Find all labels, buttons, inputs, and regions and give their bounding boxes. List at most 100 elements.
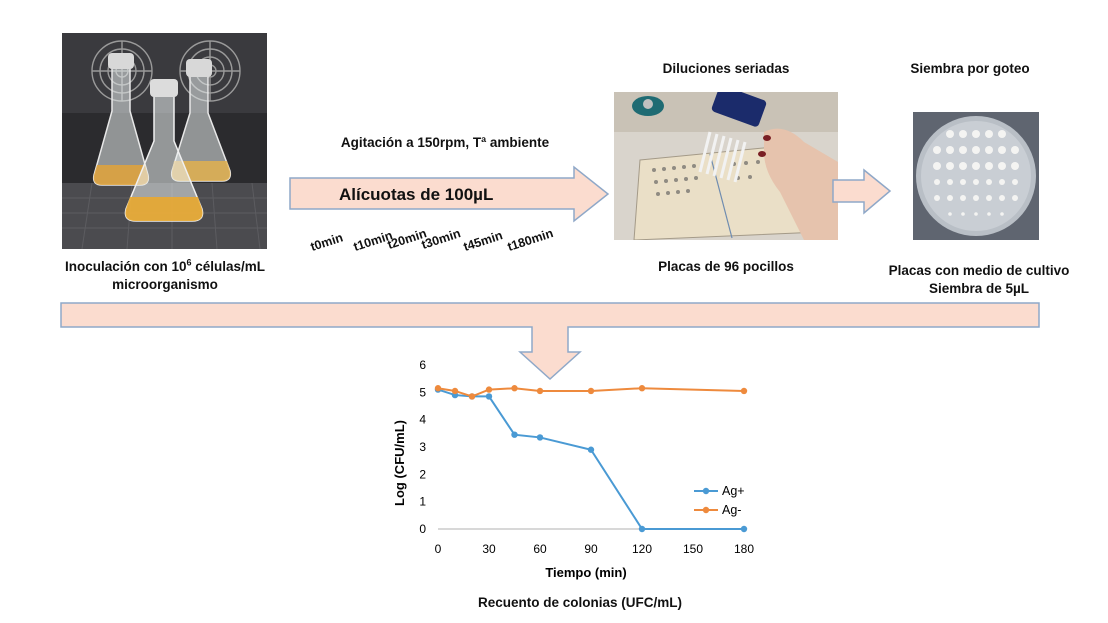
y-tick-label: 2: [419, 467, 426, 481]
colony-spots: [933, 130, 1019, 216]
data-point-Ag-: [451, 387, 459, 395]
y-tick-label: 1: [419, 495, 426, 509]
colony-spot: [961, 212, 965, 216]
x-tick-label: 90: [584, 542, 598, 556]
data-point-Ag+: [485, 393, 493, 400]
dilutions-photo: [614, 92, 838, 240]
y-axis-label: Log (CFU/mL): [392, 420, 407, 506]
colony-spot: [987, 212, 991, 216]
data-point-Ag-: [638, 385, 646, 392]
colony-spot: [946, 146, 954, 154]
colony-spot: [959, 130, 967, 138]
result-caption: Recuento de colonias (UFC/mL): [477, 595, 683, 610]
multichannel-pipette-icon: [698, 92, 767, 183]
colony-spot: [974, 212, 978, 216]
data-point-Ag-: [536, 387, 544, 395]
data-point-Ag-: [468, 393, 476, 400]
inoculation-caption: Inoculación con 106 células/mL microorga…: [40, 258, 290, 294]
flask-center: [124, 79, 204, 222]
y-tick-label: 3: [419, 440, 426, 454]
data-point-Ag-: [587, 387, 595, 395]
data-point-Ag+: [638, 525, 646, 533]
legend-label: Ag+: [722, 484, 745, 498]
colony-spot: [934, 179, 940, 185]
timepoint-label: t45min: [461, 228, 505, 254]
inoculation-caption-line2: microorganismo: [112, 277, 218, 292]
colony-spot: [1012, 179, 1018, 185]
timepoint-label: t180min: [505, 226, 555, 254]
x-tick-label: 120: [632, 542, 652, 556]
data-point-Ag-: [485, 386, 493, 393]
colony-spot: [998, 146, 1006, 154]
dilutions-caption: Placas de 96 pocillos: [658, 259, 794, 274]
colony-spot: [972, 130, 980, 138]
hand-icon: [758, 128, 838, 240]
plating-title: Siembra por goteo: [910, 61, 1030, 76]
x-axis-label: Tiempo (min): [545, 565, 626, 580]
x-tick-label: 60: [533, 542, 547, 556]
colony-spot: [986, 195, 992, 201]
colony-spot: [999, 195, 1005, 201]
colony-spot: [947, 195, 953, 201]
colony-spot: [1011, 162, 1019, 170]
agitation-title: Agitación a 150rpm, Tª ambiente: [340, 135, 550, 150]
aliquot-arrow-label: Alícuotas de 100µL: [339, 185, 493, 204]
inoculation-photo: [62, 33, 267, 249]
colony-spot: [973, 195, 979, 201]
colony-spot: [959, 146, 967, 154]
viability-chart: 0 30 60 90 120 150 180 0 1 2 3 4 5 6 Tiempo (min) Lo…: [392, 358, 754, 580]
colony-spot: [999, 179, 1005, 185]
data-point-Ag+: [740, 525, 748, 533]
colony-spot: [986, 179, 992, 185]
colony-spot: [973, 179, 979, 185]
x-tick-label: 150: [683, 542, 703, 556]
colony-spot: [1012, 195, 1018, 201]
timepoint-label: t0min: [308, 230, 345, 254]
x-tick-label: 30: [482, 542, 496, 556]
y-tick-label: 5: [419, 385, 426, 399]
legend-marker: [702, 506, 710, 514]
colony-spot: [947, 179, 953, 185]
legend-marker: [702, 487, 710, 495]
series-line-Ag+: [437, 388, 744, 530]
legend: Ag+ Ag-: [694, 484, 745, 517]
colony-spot: [946, 130, 954, 138]
data-point-Ag-: [511, 385, 518, 392]
colony-spot: [972, 146, 980, 154]
colony-spot: [985, 146, 993, 154]
colony-spot: [959, 162, 967, 170]
colony-spot: [933, 162, 941, 170]
data-point-Ag+: [511, 431, 518, 438]
plating-caption-line2: Siembra de 5µL: [928, 281, 1030, 296]
colony-spot: [948, 212, 952, 216]
timepoint-label: t30min: [419, 226, 463, 252]
colony-spot: [972, 162, 980, 170]
bottle-icon: [632, 96, 664, 116]
y-tick-label: 6: [419, 358, 426, 372]
data-point-Ag+: [536, 434, 544, 441]
plating-caption-line1: Placas con medio de cultivo: [888, 263, 1070, 278]
legend-label: Ag-: [722, 503, 741, 517]
colony-spot: [933, 146, 941, 154]
colony-spot: [998, 130, 1006, 138]
y-tick-label: 0: [419, 522, 426, 536]
colony-spot: [946, 162, 954, 170]
aliquot-arrow: Alícuotas de 100µL: [289, 165, 610, 223]
data-point-Ag-: [740, 387, 748, 395]
x-tick-label: 180: [734, 542, 754, 556]
y-tick-label: 4: [419, 413, 426, 427]
plating-arrow: [832, 168, 892, 215]
colony-spot: [985, 162, 993, 170]
inoculation-caption-suffix: células/mL: [191, 259, 266, 274]
colony-spot: [998, 162, 1006, 170]
flask-left: [92, 53, 150, 186]
x-tick-label: 0: [435, 542, 442, 556]
data-point-Ag+: [587, 446, 595, 453]
plating-caption: Placas con medio de cultivo Siembra de 5…: [870, 262, 1088, 298]
dilutions-title: Diluciones seriadas: [662, 61, 790, 76]
colony-spot: [934, 195, 940, 201]
inoculation-caption-exponent: 6: [186, 257, 192, 268]
colony-spot: [985, 130, 993, 138]
colony-spot: [960, 195, 966, 201]
inoculation-caption-prefix: Inoculación con 10: [64, 259, 187, 274]
